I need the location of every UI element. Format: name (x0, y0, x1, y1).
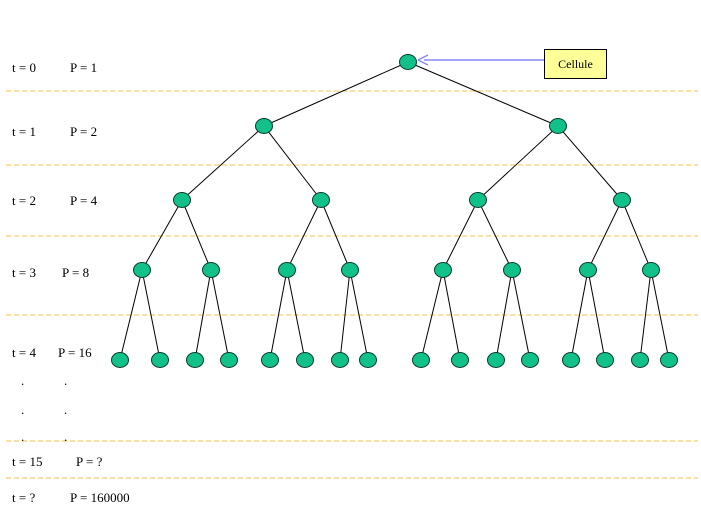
cell-node (111, 352, 129, 368)
ellipsis-dot: . (64, 429, 68, 444)
tree-edge (557, 125, 623, 201)
cell-node (596, 352, 614, 368)
tree-edge (286, 199, 322, 271)
row-label-t3-population: P = 8 (62, 265, 90, 280)
tree-edge (119, 269, 143, 361)
tree-edge (141, 269, 161, 361)
row-label-tq-time: t = ? (12, 490, 36, 505)
tree-edge (442, 199, 479, 271)
tree-edge (269, 269, 288, 361)
cell-callout-label: Cellule (558, 56, 593, 71)
cell-node (220, 352, 238, 368)
cell-node (278, 262, 296, 278)
tree-edge (339, 269, 351, 361)
cell-node (613, 192, 631, 208)
row-label-t15-time: t = 15 (12, 454, 43, 469)
row-label-t0-time: t = 0 (12, 60, 36, 75)
tree-nodes (111, 54, 678, 368)
cell-node (296, 352, 314, 368)
row-label-t4-time: t = 4 (12, 345, 36, 360)
cell-node (359, 352, 377, 368)
cell-node (133, 262, 151, 278)
row-label-tq-population: P = 160000 (70, 490, 130, 505)
callout-arrow-head (417, 54, 429, 66)
cell-node (186, 352, 204, 368)
row-label-t0-population: P = 1 (70, 60, 98, 75)
ellipsis-dot: . (21, 373, 25, 388)
cell-node (579, 262, 597, 278)
tree-edge (477, 199, 513, 271)
ellipsis-dot: . (64, 402, 68, 417)
tree-edge (181, 125, 265, 201)
cell-node (660, 352, 678, 368)
callout-arrow (417, 54, 544, 66)
ellipsis-dot: . (21, 429, 25, 444)
cell-node (261, 352, 279, 368)
tree-edge (650, 269, 670, 361)
cell-node (331, 352, 349, 368)
row-label-t1-time: t = 1 (12, 124, 36, 139)
tree-edge (181, 199, 212, 271)
cell-node (434, 262, 452, 278)
cell-node (341, 262, 359, 278)
cell-node (469, 192, 487, 208)
tree-edge (263, 61, 409, 127)
cell-node (202, 262, 220, 278)
cell-node (562, 352, 580, 368)
tree-edge (263, 125, 322, 201)
tree-edge (210, 269, 230, 361)
tree-edge (320, 199, 351, 271)
tree-edge (286, 269, 306, 361)
tree-edge (639, 269, 652, 361)
cell-node (631, 352, 649, 368)
tree-edge (141, 199, 183, 271)
row-label-t1-population: P = 2 (70, 124, 98, 139)
row-label-t15-population: P = ? (76, 454, 103, 469)
ellipsis-dot: . (64, 373, 68, 388)
cell-node (451, 352, 469, 368)
cell-node (255, 118, 273, 134)
tree-edge (477, 125, 559, 201)
ellipsis-dot: . (21, 402, 25, 417)
tree-edge (587, 199, 623, 271)
row-label-t3-time: t = 3 (12, 265, 36, 280)
cell-node (399, 54, 417, 70)
cell-node (151, 352, 169, 368)
cell-node (412, 352, 430, 368)
generation-separators (6, 90, 698, 479)
cell-callout-box: Cellule (544, 49, 607, 79)
tree-edge (621, 199, 652, 271)
tree-edge (349, 269, 369, 361)
tree-edge (442, 269, 461, 361)
row-label-t2-population: P = 4 (70, 193, 98, 208)
tree-edge (407, 61, 559, 127)
row-label-t4-population: P = 16 (58, 345, 92, 360)
row-label-t2-time: t = 2 (12, 193, 36, 208)
cell-node (642, 262, 660, 278)
tree-edge (587, 269, 606, 361)
tree-edge (570, 269, 589, 361)
cell-node (503, 262, 521, 278)
cell-node (521, 352, 539, 368)
cell-node (549, 118, 567, 134)
cell-node (312, 192, 330, 208)
tree-edges (119, 61, 670, 361)
cell-node (173, 192, 191, 208)
tree-edge (495, 269, 513, 361)
cell-node (487, 352, 505, 368)
tree-edge (420, 269, 444, 361)
tree-edge (194, 269, 212, 361)
tree-edge (511, 269, 531, 361)
